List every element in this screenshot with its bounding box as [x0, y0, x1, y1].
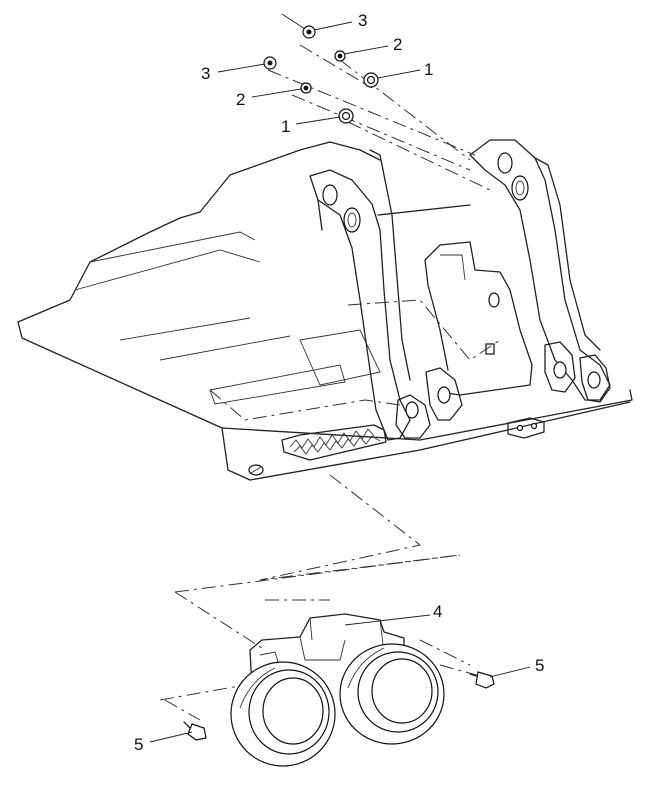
- pin-hole-right-mid: [511, 175, 529, 201]
- washer-part-2-upper: [334, 50, 346, 62]
- washer-part-1-upper: [363, 72, 379, 88]
- lamp-right-lens: [371, 658, 433, 724]
- lug-hole-4: [587, 371, 601, 389]
- callout-2-upper: 2: [393, 35, 402, 54]
- lamp-left-lens: [262, 677, 324, 745]
- pin-hole-left-top: [322, 184, 338, 206]
- callout-1-lower: 1: [281, 117, 290, 136]
- callout-5-right: 5: [535, 656, 544, 675]
- small-parts: [183, 25, 495, 741]
- callout-2-lower: 2: [236, 90, 245, 109]
- nut-part-3-lower: [263, 56, 277, 70]
- washer-part-2-lower: [300, 82, 312, 94]
- lug-hole-3: [553, 361, 567, 379]
- callout-3-lower: 3: [201, 64, 210, 83]
- nut-part-3-upper: [302, 25, 316, 39]
- frame-hole-inner: [488, 292, 500, 308]
- callout-4: 4: [433, 602, 442, 621]
- step-plate: [281, 424, 387, 461]
- callout-1-upper: 1: [424, 60, 433, 79]
- callout-leaders: [149, 13, 531, 743]
- work-light-assembly: [230, 613, 445, 767]
- bolt-part-5-right: [469, 671, 495, 689]
- washer-part-1-lower: [338, 108, 354, 124]
- lug-hole-2: [437, 386, 451, 404]
- callout-5-left: 5: [134, 735, 143, 754]
- callout-3-upper: 3: [358, 11, 367, 30]
- pin-hole-left-mid: [343, 207, 361, 233]
- lug-hole-1: [405, 401, 419, 419]
- loader-frame: [17, 139, 633, 481]
- bolt-part-5-left: [183, 721, 207, 741]
- callout-numbers: 3 2 1 3 2 1 4 5 5: [134, 11, 544, 754]
- pin-hole-right-top: [497, 152, 513, 174]
